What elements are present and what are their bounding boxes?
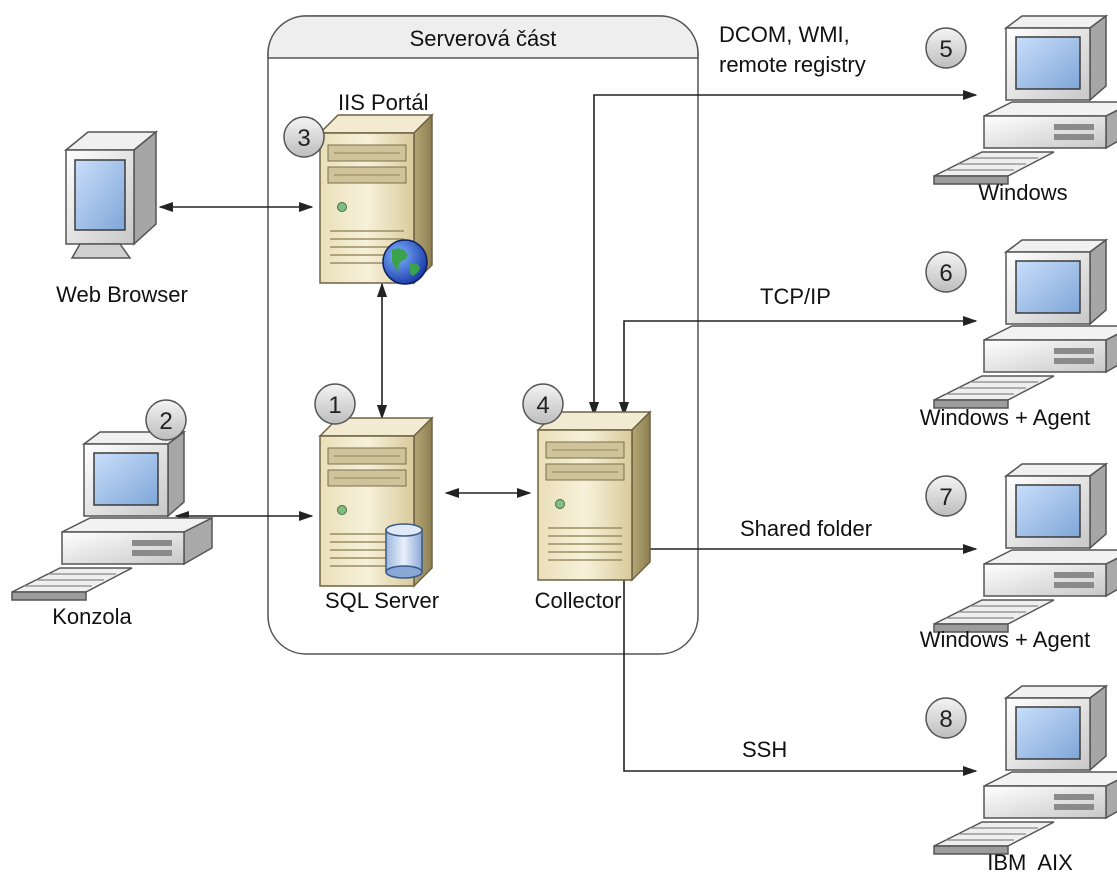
ssh-label: SSH	[742, 737, 787, 762]
badge-2: 2	[145, 399, 187, 441]
badge-4: 4	[522, 383, 564, 425]
windows-node: Windows 5	[925, 15, 1117, 205]
sql-server-node: SQL Server 1	[314, 383, 439, 613]
database-icon	[385, 523, 423, 579]
badge-1: 1	[314, 383, 356, 425]
tcpip-label: TCP/IP	[760, 284, 831, 309]
ibm-aix-label: IBM AIX	[987, 850, 1073, 875]
dcom-label-line1: DCOM, WMI,	[719, 22, 850, 47]
iis-portal-node: IIS Portál 3	[283, 90, 433, 285]
sql-server-label: SQL Server	[325, 588, 439, 613]
web-browser-label: Web Browser	[56, 282, 188, 307]
dcom-label-line2: remote registry	[719, 52, 866, 77]
badge-8: 8	[925, 697, 967, 739]
svg-text:7: 7	[939, 484, 952, 511]
svg-text:3: 3	[297, 125, 310, 152]
windows-agent-shared-label: Windows + Agent	[920, 627, 1091, 652]
windows-agent-tcp-label: Windows + Agent	[920, 405, 1091, 430]
windows-agent-tcp-node: Windows + Agent 6	[920, 239, 1117, 430]
link-collector-tcpip	[618, 315, 978, 417]
ibm-aix-node: IBM AIX 8	[925, 685, 1117, 875]
svg-text:2: 2	[159, 408, 172, 435]
svg-text:5: 5	[939, 36, 952, 63]
iis-portal-label: IIS Portál	[338, 90, 428, 115]
server-section-header	[267, 15, 699, 59]
globe-icon	[382, 239, 428, 285]
konzola-label: Konzola	[52, 604, 132, 629]
windows-label: Windows	[978, 180, 1067, 205]
svg-text:6: 6	[939, 260, 952, 287]
link-collector-windows	[588, 89, 978, 417]
badge-5: 5	[925, 27, 967, 69]
shared-folder-label: Shared folder	[740, 516, 872, 541]
svg-text:1: 1	[328, 392, 341, 419]
badge-7: 7	[925, 475, 967, 517]
web-browser-node: Web Browser	[56, 131, 188, 307]
konzola-node: Konzola 2	[11, 399, 213, 629]
svg-text:8: 8	[939, 706, 952, 733]
link-collector-ssh	[618, 560, 978, 777]
windows-agent-shared-node: Windows + Agent 7	[920, 463, 1117, 652]
collector-label: Collector	[535, 588, 622, 613]
server-section-title: Serverová část	[410, 26, 557, 51]
monitor-icon	[65, 131, 157, 259]
badge-3: 3	[283, 116, 325, 158]
collector-node: Collector 4	[522, 383, 651, 613]
connections	[158, 89, 978, 777]
badge-6: 6	[925, 251, 967, 293]
svg-text:4: 4	[536, 392, 549, 419]
